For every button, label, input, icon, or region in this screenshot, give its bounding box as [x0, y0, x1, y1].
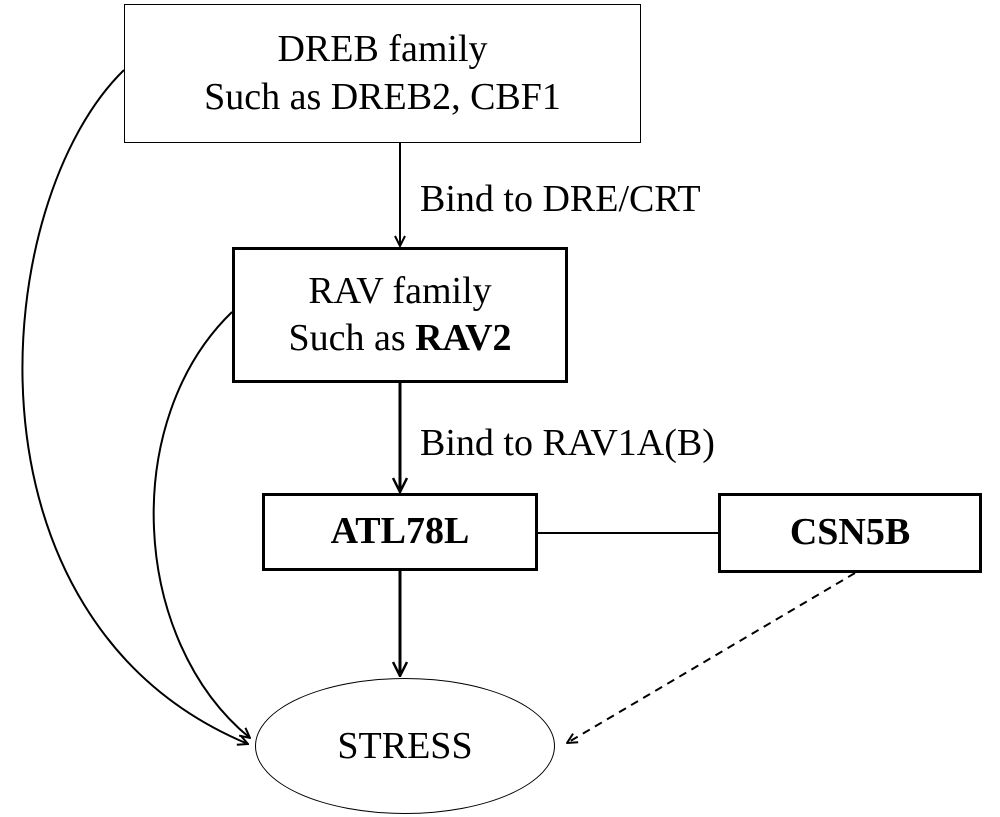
stress-ellipse: STRESS [255, 678, 555, 814]
rav2-label: RAV2 [415, 317, 512, 359]
rav-family-title: RAV family [308, 269, 492, 312]
label-bind-dre-crt: Bind to DRE/CRT [420, 178, 701, 220]
csn5b-box: CSN5B [718, 493, 982, 573]
dreb-family-box: DREB family Such as DREB2, CBF1 [124, 4, 641, 143]
csn5b-label: CSN5B [789, 511, 911, 554]
rav-family-examples: Such as RAV2 [288, 315, 511, 363]
rav-examples-prefix: Such as [288, 317, 416, 359]
edge-rav-to-stress-curve [152, 311, 250, 738]
dreb-family-examples: Such as DREB2, CBF1 [204, 75, 561, 118]
stress-label: STRESS [337, 725, 473, 767]
rav-family-box: RAV family Such as RAV2 [232, 247, 568, 383]
atl78l-box: ATL78L [262, 493, 538, 571]
label-bind-rav1a-b: Bind to RAV1A(B) [420, 422, 715, 464]
edge-dreb-to-stress-curve [21, 69, 248, 744]
atl78l-label: ATL78L [330, 510, 470, 553]
dreb-family-title: DREB family [277, 28, 488, 70]
edge-csn5b-to-stress [567, 572, 856, 743]
